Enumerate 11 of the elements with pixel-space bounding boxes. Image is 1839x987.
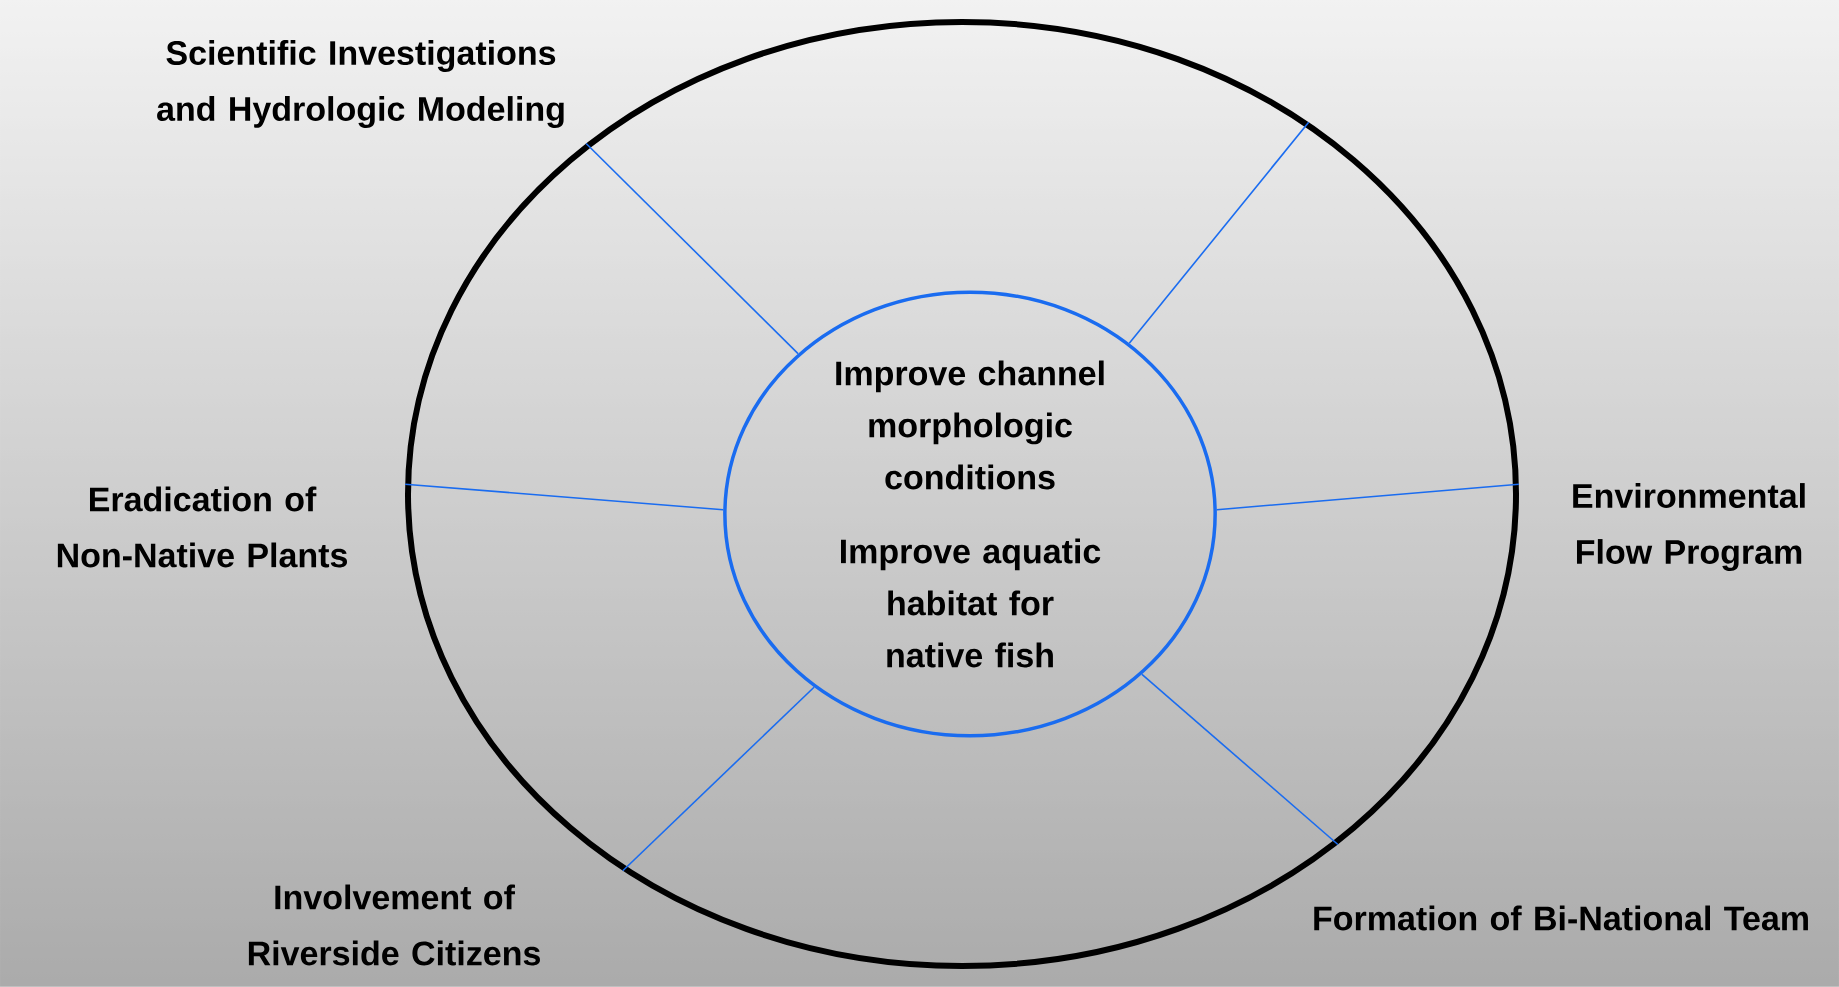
category-label: Involvement of Riverside Citizens <box>248 884 540 966</box>
category-label: Environmental Flow Program <box>1573 483 1805 571</box>
spoke-line <box>1216 483 1520 511</box>
spoke-line <box>622 686 815 872</box>
category-label: Eradication of Non-Native Plants <box>57 486 347 568</box>
category-label: Scientific Investigations and Hydrologic Modeling <box>157 40 564 128</box>
spoke-line <box>1141 673 1339 846</box>
spoke-line <box>1128 121 1310 345</box>
spoke-line <box>404 483 724 511</box>
category-label: Formation of Bi-National Team <box>1314 905 1808 931</box>
spoke-line <box>585 142 799 355</box>
